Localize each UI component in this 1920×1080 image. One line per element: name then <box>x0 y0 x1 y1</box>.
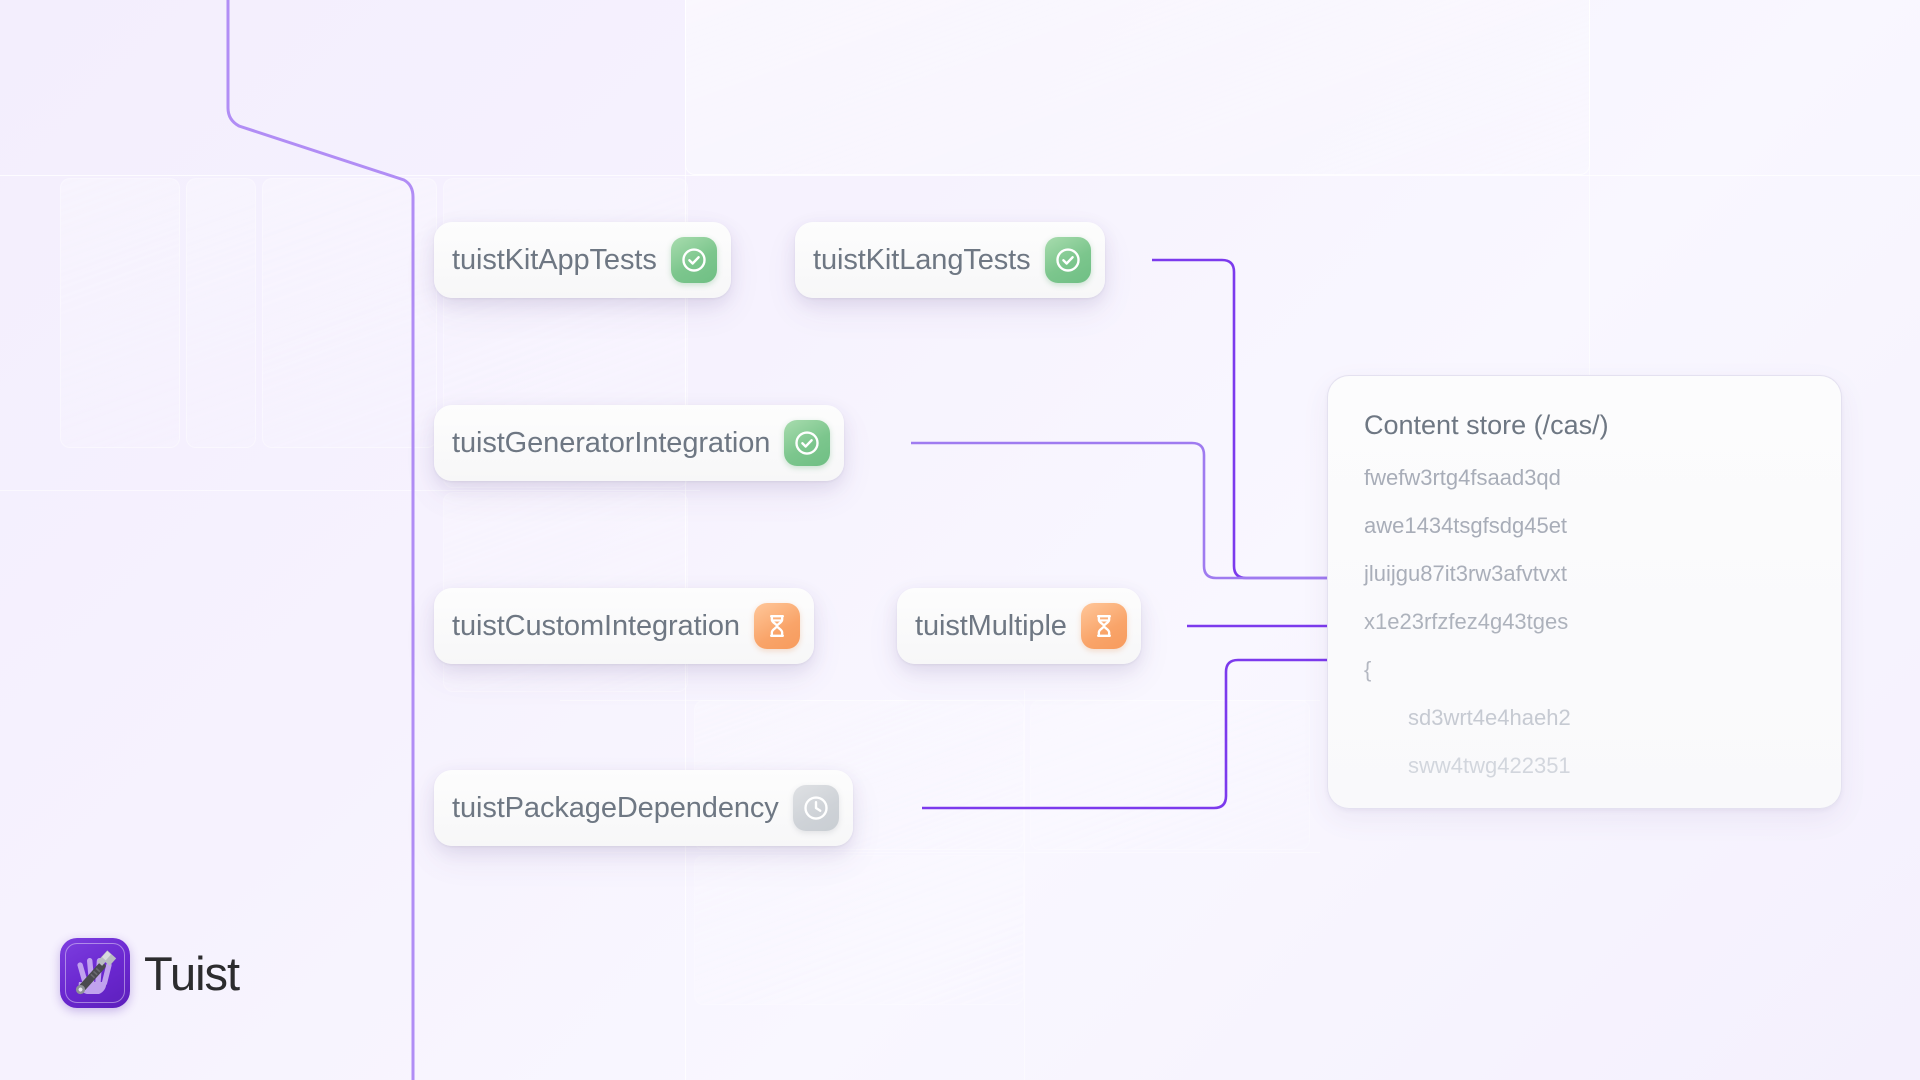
node-label: tuistKitLangTests <box>813 243 1031 276</box>
graph-node-tuistkitapptests[interactable]: tuistKitAppTests <box>434 222 731 298</box>
hourglass-icon <box>753 603 800 649</box>
node-label: tuistPackageDependency <box>452 791 779 824</box>
hourglass-icon <box>1080 603 1127 649</box>
clock-icon <box>792 785 839 831</box>
tuist-wrench-logo-icon <box>60 938 130 1008</box>
connector-trunk <box>226 0 415 1080</box>
graph-node-tuistcustomintegration[interactable]: tuistCustomIntegration <box>434 588 814 664</box>
node-label: tuistMultiple <box>915 609 1067 642</box>
connector-kitlangtests <box>1152 258 1340 580</box>
tuist-logo[interactable]: Tuist <box>60 938 240 1008</box>
content-store-entry[interactable]: awe1434tsgfsdg45et <box>1364 513 1568 538</box>
tuist-logo-text: Tuist <box>144 946 240 1000</box>
check-circle-icon <box>670 237 717 283</box>
node-label: tuistGeneratorIntegration <box>452 426 771 459</box>
graph-node-tuistgeneratorintegration[interactable]: tuistGeneratorIntegration <box>434 405 845 481</box>
content-store-entry: { <box>1364 657 1372 682</box>
content-store-entry[interactable]: jluijgu87it3rw3afvtvxt <box>1364 561 1567 586</box>
check-circle-icon <box>784 420 831 466</box>
content-store-entry[interactable]: sww4twg422351 <box>1408 753 1571 778</box>
graph-node-tuistmultiple[interactable]: tuistMultiple <box>897 588 1141 664</box>
content-store-card: Content store (/cas/) fwefw3rtg4fsaad3qd… <box>1327 375 1842 809</box>
check-circle-icon <box>1044 237 1091 283</box>
graph-node-tuistkitlangtests[interactable]: tuistKitLangTests <box>795 222 1105 298</box>
content-store-entry[interactable]: x1e23rfzfez4g43tges <box>1364 609 1569 634</box>
content-store-entry[interactable]: fwefw3rtg4fsaad3qd <box>1364 465 1561 490</box>
node-label: tuistCustomIntegration <box>452 609 740 642</box>
content-store-entry[interactable]: sd3wrt4e4haeh2 <box>1408 705 1571 730</box>
connector-packagedependency <box>922 658 1340 810</box>
graph-node-tuistpackagedependency[interactable]: tuistPackageDependency <box>434 770 853 846</box>
connector-generatorintegration <box>911 441 1340 580</box>
content-store-title: Content store (/cas/) <box>1364 410 1609 440</box>
node-label: tuistKitAppTests <box>452 243 657 276</box>
